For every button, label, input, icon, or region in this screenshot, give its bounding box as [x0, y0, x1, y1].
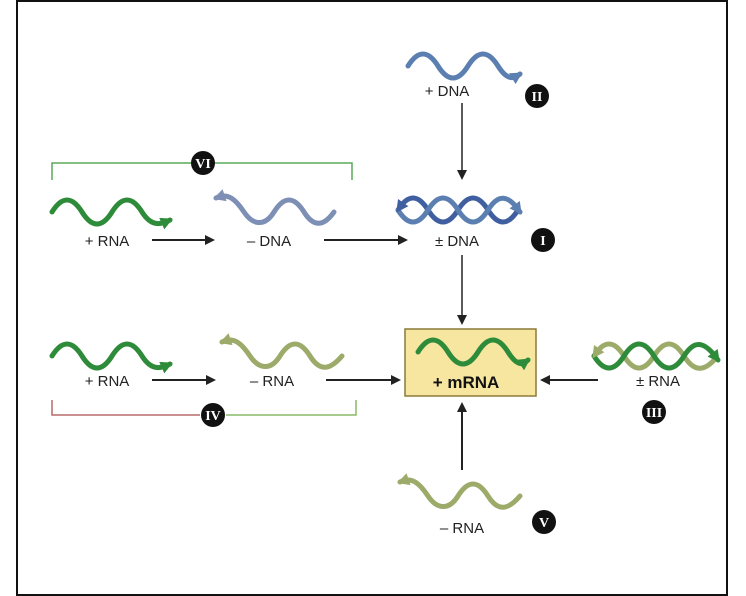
label-minus-dna: – DNA	[247, 233, 291, 250]
strand-arrowhead	[509, 72, 523, 85]
bracket-iv-right	[226, 400, 357, 416]
pm-rna-strand	[591, 341, 721, 371]
label-minus-rna-iv: – RNA	[250, 373, 294, 390]
label-plus-dna: + DNA	[425, 83, 470, 100]
plus-dna-strand	[405, 51, 523, 85]
strand-arrowhead	[517, 358, 531, 371]
badge-v: V	[532, 510, 556, 534]
badge-i: I	[531, 228, 555, 252]
badge-ii-text: II	[532, 90, 543, 105]
minus-rna-iv-strand	[219, 333, 345, 370]
badge-v-text: V	[539, 516, 549, 531]
strand-arrowhead	[397, 473, 411, 486]
minus-rna-v-strand	[397, 473, 523, 510]
label-plus-rna-iv: + RNA	[85, 373, 130, 390]
bracket-iv-left	[51, 400, 200, 416]
badge-i-text: I	[540, 234, 545, 249]
strand-arrowhead	[592, 345, 605, 359]
plus-rna-iv-strand	[49, 341, 173, 374]
minus-dna-strand	[213, 189, 337, 226]
label-pm-dna: ± DNA	[435, 233, 479, 250]
label-minus-rna-v: – RNA	[440, 520, 484, 537]
badge-iii-text: III	[646, 406, 662, 421]
strand-arrowhead	[707, 349, 720, 363]
strand-arrowhead	[213, 189, 227, 202]
badge-iv-text: IV	[205, 409, 221, 424]
pm-dna-strand	[395, 195, 523, 225]
badge-ii: II	[525, 84, 549, 108]
badge-vi: VI	[191, 151, 215, 175]
label-pm-rna: ± RNA	[636, 373, 680, 390]
strand-arrowhead	[396, 199, 409, 213]
badge-iv: IV	[201, 403, 225, 427]
outer-frame	[16, 0, 728, 596]
plus-rna-vi-strand	[49, 197, 173, 230]
strand-arrowhead	[509, 201, 522, 215]
strand-arrowhead	[219, 333, 233, 346]
label-plus-mrna: + mRNA	[433, 373, 500, 392]
label-plus-rna-vi: + RNA	[85, 233, 130, 250]
plus-mrna-strand	[415, 337, 531, 371]
badge-vi-text: VI	[195, 157, 211, 172]
strand-arrowhead	[159, 361, 173, 374]
badge-iii: III	[642, 400, 666, 424]
strand-arrowhead	[159, 217, 173, 230]
